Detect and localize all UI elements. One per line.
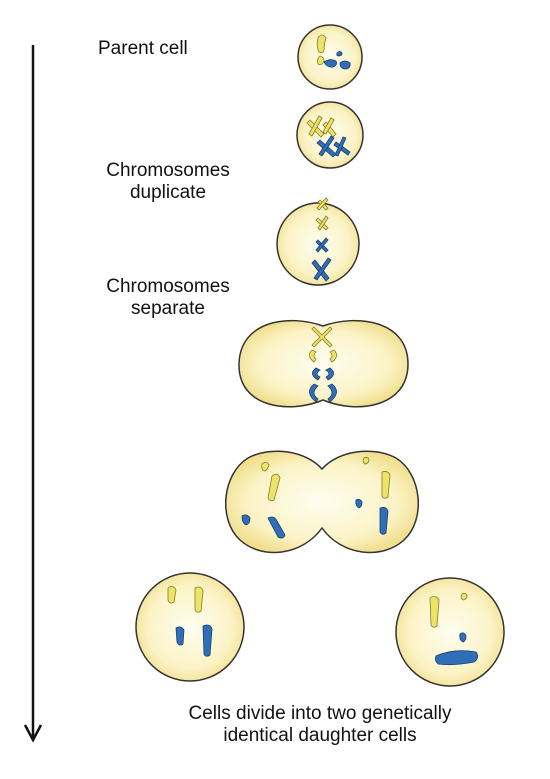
duplicate-label: Chromosomes duplicate [88,160,248,204]
timeline-arrow [23,45,43,743]
telophase-cells [224,450,420,554]
parent-cell-text: Parent cell [98,38,188,59]
daughter-cell-right [395,577,505,687]
separate-label: Chromosomes separate [88,276,248,320]
separate-line-2: separate [131,298,205,319]
metaphase-cell [276,197,360,286]
yellow-chromosome [167,586,204,613]
blue-chromosome [309,367,337,403]
blue-chromosome [316,135,351,158]
blue-chromosome [323,51,351,70]
yellow-chromosome [316,34,327,65]
separate-line-1: Chromosomes [106,276,230,297]
parent-cell [297,24,363,90]
yellow-chromosome [261,456,391,502]
parent-cell-label: Parent cell [98,38,188,60]
blue-chromosome [311,237,332,282]
duplicated-cell [296,101,364,169]
daughter-cells-label: Cells divide into two genetically identi… [140,703,500,747]
duplicate-line-1: Chromosomes [106,160,230,181]
final-line-2: identical daughter cells [223,725,417,746]
daughter-cell-left [135,572,245,682]
duplicate-line-2: duplicate [129,182,207,203]
yellow-chromosome [429,592,468,628]
blue-chromosome [434,632,478,666]
anaphase-cell [238,319,409,408]
yellow-chromosome [315,197,329,231]
blue-chromosome [241,498,389,539]
final-line-1: Cells divide into two genetically [188,703,452,724]
blue-chromosome [175,624,213,657]
yellow-chromosome [306,115,337,138]
yellow-chromosome [309,326,337,363]
